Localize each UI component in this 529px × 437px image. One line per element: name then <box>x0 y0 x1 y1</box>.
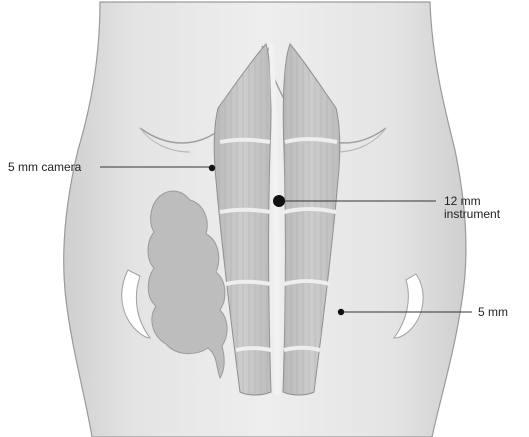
camera-port-label: 5 mm camera <box>8 161 81 174</box>
small-port-label: 5 mm <box>478 306 508 319</box>
instrument-port-dot <box>273 195 285 207</box>
instrument-port-label: 12 mm instrument <box>444 195 500 221</box>
instrument-port-label-type: instrument <box>444 208 500 221</box>
camera-port-dot <box>209 165 215 171</box>
small-port-dot <box>338 309 344 315</box>
